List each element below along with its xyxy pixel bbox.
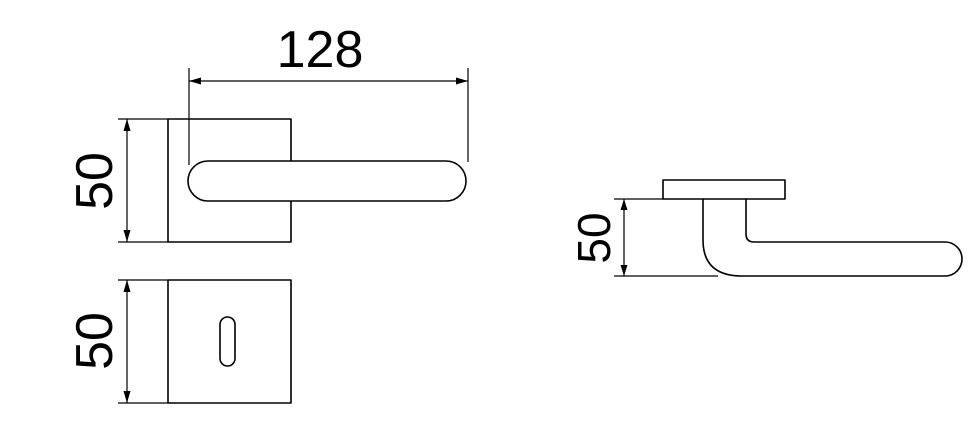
arrow-right [456, 77, 468, 85]
dimension-label-50-rose: 50 [66, 152, 124, 210]
dimension-label-50-escutcheon: 50 [66, 312, 124, 370]
arrow-bottom [620, 265, 628, 276]
dimension-50-side: 50 [568, 198, 718, 277]
side-lever [702, 198, 963, 277]
lever-bar [187, 160, 467, 202]
arrow-bottom [123, 391, 131, 403]
escutcheon-plate [167, 279, 292, 404]
dimension-50-rose: 50 [66, 118, 168, 243]
keyhole-slot [219, 316, 236, 367]
side-rose [662, 179, 786, 200]
side-view-handle [662, 179, 963, 277]
arrow-top [123, 280, 131, 292]
dimension-50-escutcheon: 50 [66, 279, 168, 404]
arrow-top [123, 119, 131, 131]
dimension-label-50-side: 50 [568, 212, 620, 263]
arrow-top [620, 199, 628, 210]
front-view-escutcheon [167, 279, 292, 404]
dimension-label-128: 128 [277, 21, 364, 79]
front-view-handle [167, 118, 467, 243]
arrow-bottom [123, 230, 131, 242]
dimension-128: 128 [188, 21, 469, 165]
arrow-left [189, 77, 201, 85]
